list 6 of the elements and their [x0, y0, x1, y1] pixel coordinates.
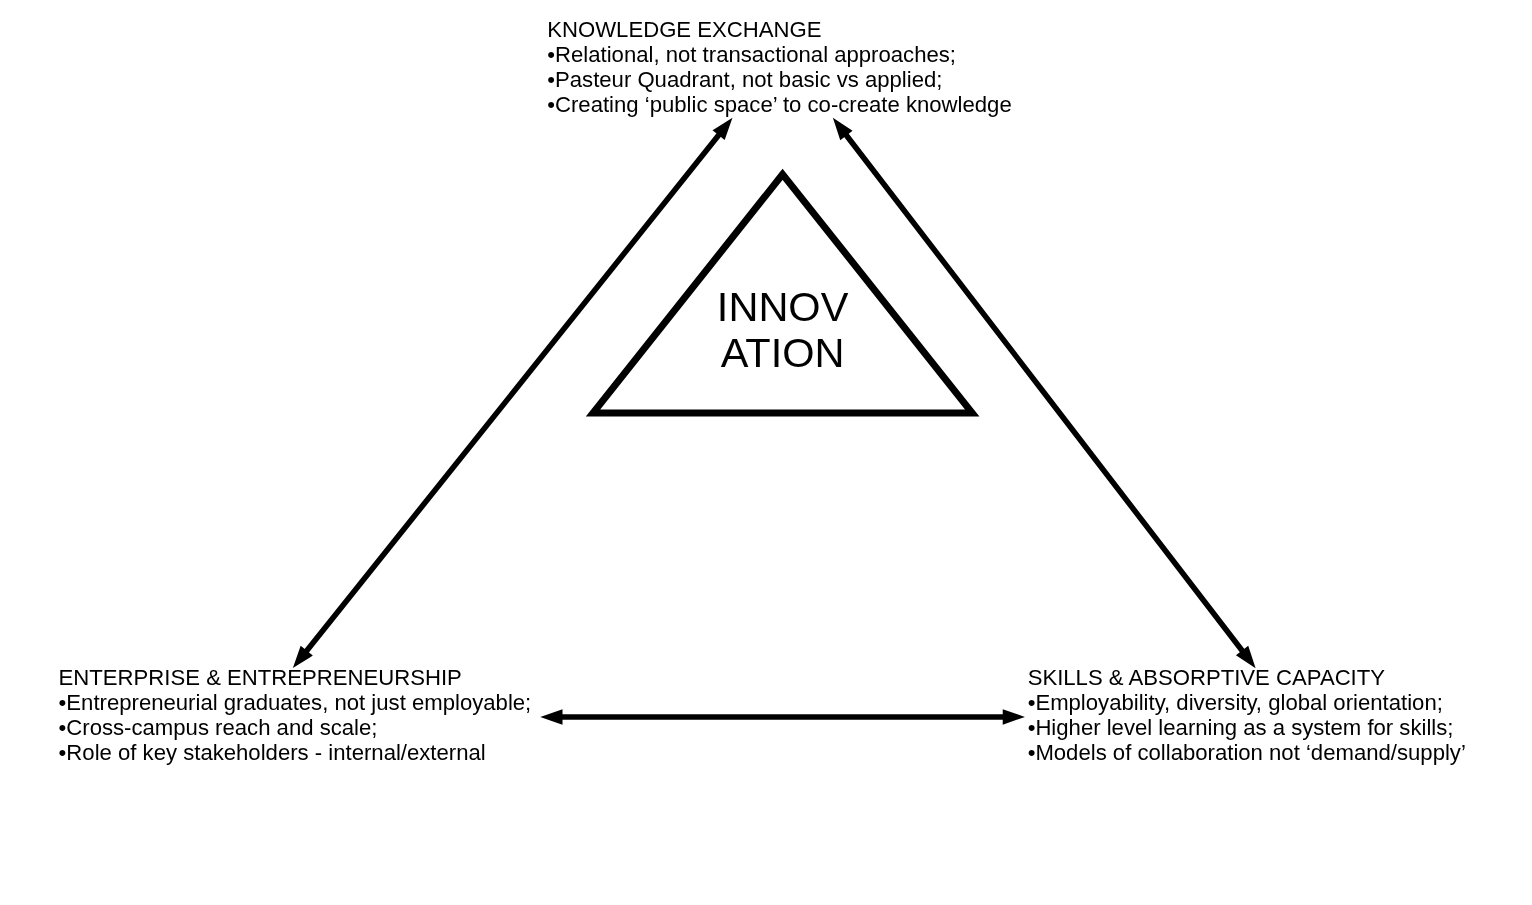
arrow	[832, 117, 1256, 669]
node-text: SKILLS & ABSORPTIVE CAPACITY •Employability, diversity, global orientation; •Higher level learning as a system for skills; •Models of collaboration not ‘demand/supply’	[1027, 664, 1466, 765]
node-text: KNOWLEDGE EXCHANGE •Relational, not transactional approaches; •Pasteur Quadrant, not basic vs applied; •Creating ‘public space’ to co-create knowledge	[547, 16, 1012, 117]
arrow	[292, 117, 733, 669]
node-text: ENTERPRISE & ENTREPRENEURSHIP •Entrepreneurial graduates, not just employable; •Cross-campus reach and scale; •Role of key stakeholders - internal/external	[58, 664, 532, 765]
arrow	[540, 709, 1025, 725]
